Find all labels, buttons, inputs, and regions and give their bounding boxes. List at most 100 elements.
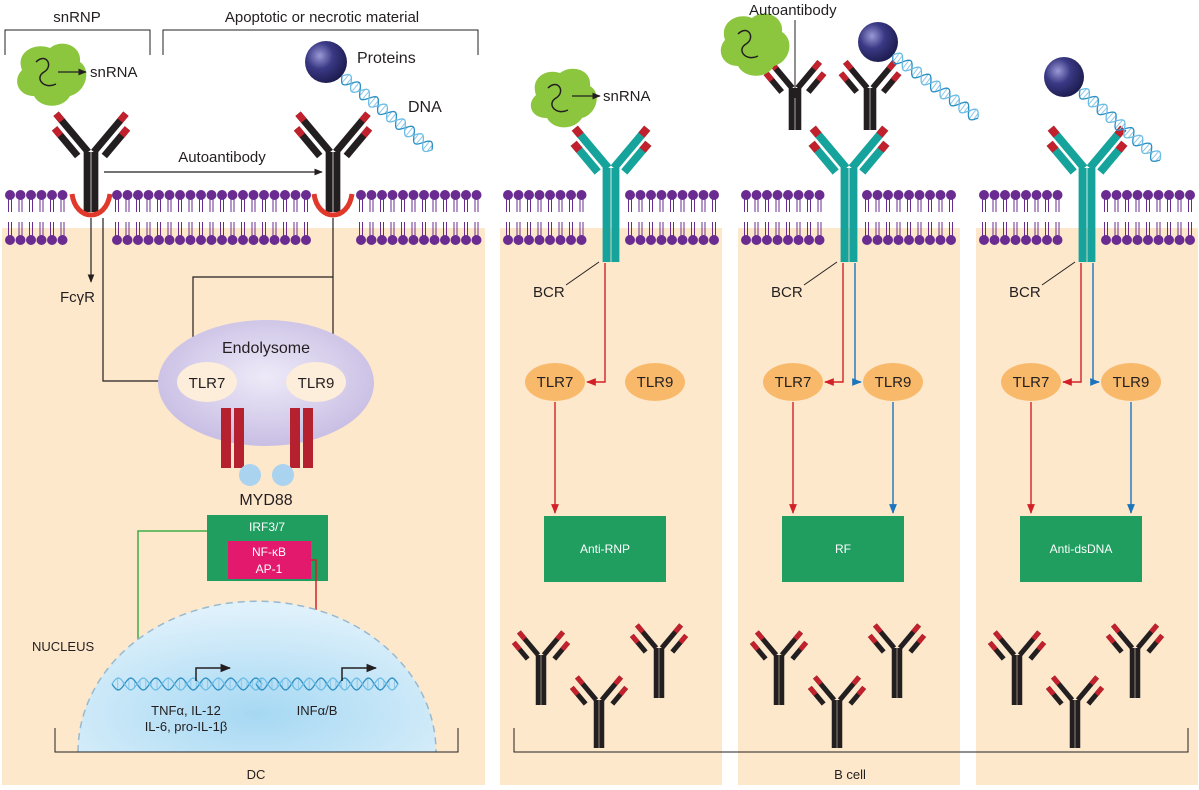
lipid-head <box>398 190 408 200</box>
lipid-head <box>133 235 143 245</box>
lipid-head <box>1154 190 1164 200</box>
tlr9-transmembrane-a <box>290 408 300 468</box>
lipid-head <box>16 190 26 200</box>
snrnp-particle-bcell <box>531 69 600 128</box>
lipid-head <box>123 190 133 200</box>
lipid-head <box>367 235 377 245</box>
lipid-head <box>1000 190 1010 200</box>
lipid-head <box>217 235 227 245</box>
lipid-head <box>440 190 450 200</box>
membrane-segment <box>1101 190 1195 245</box>
lipid-head <box>451 235 461 245</box>
lipid-head <box>280 235 290 245</box>
bcell-cytoplasm-2 <box>738 228 960 785</box>
lipid-head <box>270 190 280 200</box>
lipid-head <box>154 235 164 245</box>
lipid-head <box>990 190 1000 200</box>
lipid-head <box>625 235 635 245</box>
tlr7-label: TLR7 <box>775 374 812 391</box>
lipid-head <box>47 235 57 245</box>
lipid-head <box>678 235 688 245</box>
lipid-head <box>752 235 762 245</box>
lipid-head <box>883 235 893 245</box>
lipid-head <box>514 190 524 200</box>
lipid-head <box>1122 235 1132 245</box>
lipid-head <box>1175 235 1185 245</box>
lipid-head <box>291 235 301 245</box>
lipid-head <box>979 235 989 245</box>
lipid-head <box>915 235 925 245</box>
cytokines-label-1: TNFα, IL-12 <box>151 703 221 718</box>
dna-strand <box>893 53 978 120</box>
lipid-head <box>636 235 646 245</box>
lipid-head <box>1175 190 1185 200</box>
lipid-head <box>556 235 566 245</box>
lipid-head <box>1053 235 1063 245</box>
lipid-head <box>1011 235 1021 245</box>
lipid-head <box>26 235 36 245</box>
bcell-cytoplasm-1 <box>500 228 722 785</box>
lipid-head <box>472 235 482 245</box>
lipid-head <box>1164 190 1174 200</box>
lipid-head <box>144 235 154 245</box>
lipid-head <box>1185 190 1195 200</box>
lipid-head <box>1042 235 1052 245</box>
lipid-head <box>503 235 513 245</box>
dna-label: DNA <box>408 99 442 116</box>
dna-helix-rf <box>893 53 978 120</box>
lipid-head <box>883 190 893 200</box>
myd88-label: MYD88 <box>239 492 292 509</box>
lipid-head <box>1154 235 1164 245</box>
lipid-head <box>388 235 398 245</box>
lipid-head <box>461 235 471 245</box>
lipid-head <box>58 235 68 245</box>
lipid-head <box>451 190 461 200</box>
lipid-head <box>367 190 377 200</box>
protein-ball-rf <box>858 22 898 62</box>
lipid-head <box>1164 235 1174 245</box>
lipid-head <box>699 235 709 245</box>
lipid-head <box>524 190 534 200</box>
nfkb-label: NF-κB <box>252 545 286 559</box>
snrna-label-bcell: snRNA <box>603 88 651 105</box>
myd88-right <box>272 464 294 486</box>
lipid-head <box>144 190 154 200</box>
lipid-head <box>58 190 68 200</box>
nucleus-label: NUCLEUS <box>32 639 94 654</box>
lipid-head <box>175 190 185 200</box>
lipid-head <box>301 190 311 200</box>
lipid-head <box>175 235 185 245</box>
lipid-head <box>37 235 47 245</box>
tlr7-transmembrane-b <box>234 408 244 468</box>
lipid-head <box>894 190 904 200</box>
lipid-head <box>186 190 196 200</box>
lipid-head <box>1021 235 1031 245</box>
product-label: RF <box>835 542 851 556</box>
tlr9-label: TLR9 <box>637 374 674 391</box>
lipid-head <box>388 190 398 200</box>
lipid-head <box>657 235 667 245</box>
lipid-head <box>545 190 555 200</box>
lipid-head <box>1112 190 1122 200</box>
lipid-head <box>1133 190 1143 200</box>
lipid-head <box>398 235 408 245</box>
lipid-head <box>196 235 206 245</box>
lipid-head <box>667 235 677 245</box>
lipid-head <box>37 190 47 200</box>
lipid-head <box>1053 190 1063 200</box>
lipid-head <box>741 190 751 200</box>
lipid-head <box>535 235 545 245</box>
lipid-head <box>5 190 15 200</box>
lipid-head <box>804 190 814 200</box>
lipid-head <box>936 235 946 245</box>
lipid-head <box>1032 235 1042 245</box>
lipid-head <box>270 235 280 245</box>
lipid-head <box>112 190 122 200</box>
lipid-head <box>409 235 419 245</box>
lipid-head <box>154 190 164 200</box>
lipid-head <box>409 190 419 200</box>
snrnp-particle-rf <box>721 14 790 76</box>
lipid-head <box>667 190 677 200</box>
lipid-head <box>1011 190 1021 200</box>
lipid-head <box>133 190 143 200</box>
